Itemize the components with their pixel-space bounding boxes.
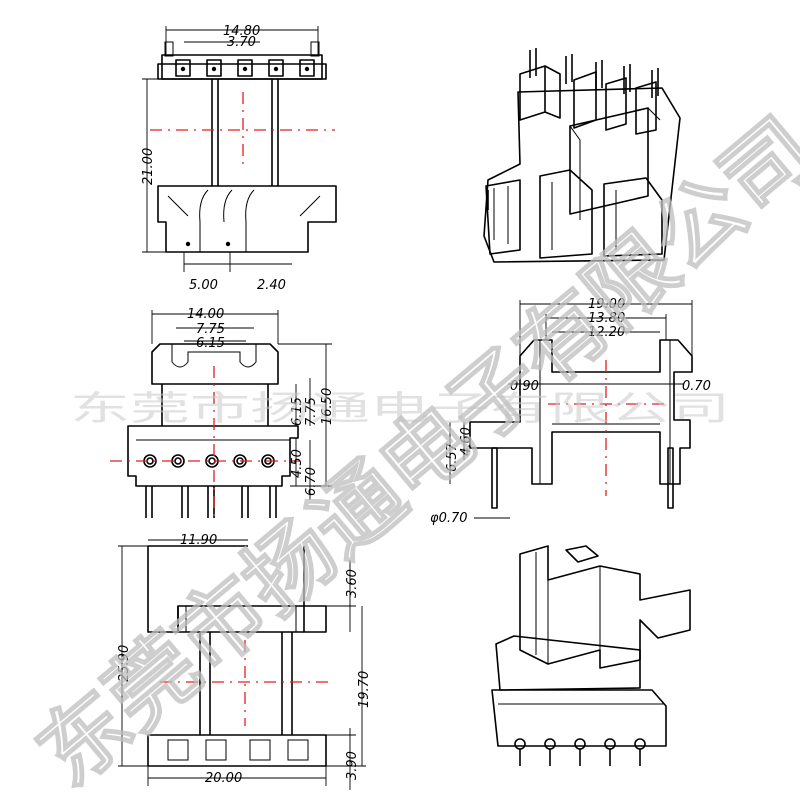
- dim-side-mid: 13.80: [588, 311, 625, 326]
- front-view: 14.00 7.75 6.15 16.50 6.15 7.75 4.50 6.7…: [110, 307, 335, 520]
- dim-side-wall-right: 0.70: [682, 379, 711, 394]
- dim-body-height: 19.70: [357, 671, 372, 708]
- iso-pins: [529, 48, 659, 98]
- front-view-dimensions: 14.00 7.75 6.15 16.50 6.15 7.75 4.50 6.7…: [151, 307, 335, 500]
- dim-side-h1: 6.57: [445, 442, 460, 472]
- dim-bottom-left: 5.00: [189, 278, 218, 293]
- dim-pin-pitch: 3.70: [227, 35, 256, 50]
- dim-front-slot: 6.15: [196, 336, 225, 351]
- isometric-view-top: [483, 48, 681, 263]
- dim-side-inner: 12.20: [588, 325, 625, 340]
- iso-bottom-pins: [514, 738, 646, 766]
- dim-top-height: 21.00: [141, 148, 156, 185]
- top-view-dimensions: 14.80 3.70 21.00 5.00 2.40: [141, 24, 319, 293]
- top-pin-row: [164, 41, 320, 77]
- bottom-view: 11.90 25.90 3.60 19.70 3.90 20.00: [117, 533, 372, 790]
- dim-front-h3: 16.50: [320, 388, 335, 425]
- dim-base-height: 3.90: [345, 751, 360, 780]
- dim-front-width: 14.00: [187, 307, 224, 322]
- dim-side-width: 19.00: [588, 297, 625, 312]
- dim-total-height: 25.90: [117, 645, 132, 682]
- top-view: 14.80 3.70 21.00 5.00 2.40: [141, 24, 337, 293]
- side-view-dimensions: 19.00 13.80 12.20 0.90 0.70 6.57 4.60 φ0…: [430, 297, 711, 526]
- dim-flange-width: 11.90: [180, 533, 217, 548]
- dim-front-h4: 4.50: [290, 449, 305, 478]
- dim-side-wall-left: 0.90: [510, 379, 539, 394]
- dim-front-h5: 6.70: [304, 467, 319, 496]
- dim-front-h1: 6.15: [290, 397, 305, 426]
- dim-pin-diameter: φ0.70: [430, 511, 468, 526]
- dim-front-inner: 7.75: [196, 322, 225, 337]
- dim-top-width: 14.80: [223, 24, 260, 39]
- dim-tab-height: 3.60: [345, 569, 360, 598]
- isometric-view-bottom: [491, 545, 691, 766]
- bottom-view-dimensions: 11.90 25.90 3.60 19.70 3.90 20.00: [117, 533, 372, 790]
- dim-base-width: 20.00: [205, 771, 242, 786]
- dim-bottom-right: 2.40: [257, 278, 286, 293]
- dim-side-h2: 4.60: [459, 427, 474, 456]
- dim-front-h2: 7.75: [304, 397, 319, 426]
- side-view: 19.00 13.80 12.20 0.90 0.70 6.57 4.60 φ0…: [430, 297, 711, 526]
- watermark-diagonal: 东莞市扬通电子有限公司: [19, 100, 800, 800]
- watermark-horizontal: 东莞市扬通电子有限公司: [70, 389, 730, 429]
